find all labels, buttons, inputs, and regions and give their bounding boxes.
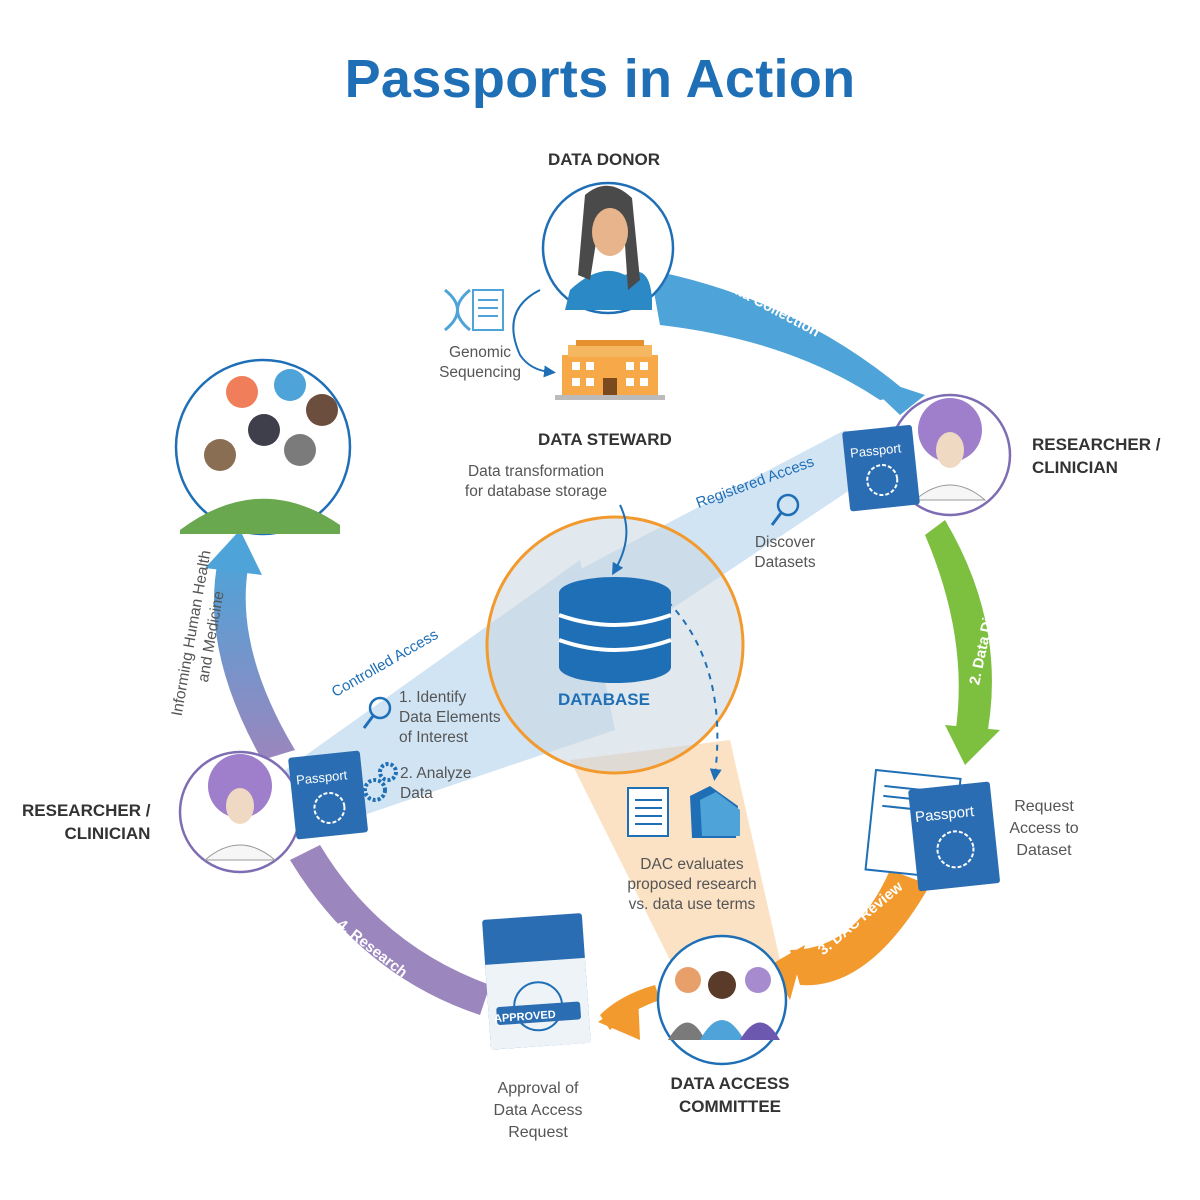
identify-label: 1. Identify Data Elements of Interest xyxy=(399,688,501,748)
analyze-line-1: 2. Analyze xyxy=(400,765,472,782)
researcher-left-line-1: RESEARCHER / xyxy=(22,801,151,820)
discover-line-1: Discover xyxy=(754,534,816,551)
dac-evaluates-line-2: proposed research xyxy=(627,876,757,893)
approval-line-1: Approval of xyxy=(497,1080,579,1097)
arc-dac-to-approval-head xyxy=(598,995,640,1040)
researcher-left-label: RESEARCHER / CLINICIAN xyxy=(22,799,150,845)
arc-informing xyxy=(213,560,295,760)
arc-informing-head xyxy=(205,530,262,575)
researcher-right-label: RESEARCHER / CLINICIAN xyxy=(1032,433,1160,479)
arc-data-collection-head xyxy=(855,372,925,415)
gears-icon xyxy=(363,762,398,802)
passport-icon xyxy=(842,424,920,512)
transformation-label: Data transformation for database storage xyxy=(453,462,619,502)
arc-research xyxy=(290,845,490,1015)
genomic-label: Genomic Sequencing xyxy=(430,343,530,383)
passport-icon xyxy=(908,781,1000,892)
data-donor-portrait xyxy=(541,181,675,315)
request-line-3: Dataset xyxy=(1016,842,1072,859)
document-icon xyxy=(472,289,504,331)
genomic-line-1: Genomic xyxy=(448,344,512,361)
transformation-line-1: Data transformation xyxy=(467,463,605,480)
request-label: Request Access to Dataset xyxy=(994,796,1094,862)
discover-label: Discover Datasets xyxy=(735,533,835,573)
identify-line-1: 1. Identify xyxy=(399,689,467,706)
building-icon xyxy=(555,340,665,400)
approval-line-3: Request xyxy=(508,1124,568,1141)
page-title: Passports in Action xyxy=(344,49,856,109)
crowd-portrait xyxy=(174,358,352,536)
identify-line-3: of Interest xyxy=(399,729,468,746)
magnifier-icon xyxy=(770,493,800,526)
arc-dac-review xyxy=(790,870,930,986)
dac-dotted-arrow xyxy=(649,584,722,781)
dac-line-2: COMMITTEE xyxy=(679,1097,781,1116)
dac-evaluates-line-3: vs. data use terms xyxy=(628,896,756,913)
dac-evaluates-line-1: DAC evaluates xyxy=(640,856,744,873)
genomic-line-2: Sequencing xyxy=(439,364,521,381)
approval-label: Approval of Data Access Request xyxy=(478,1078,598,1144)
researcher-right-line-2: CLINICIAN xyxy=(1032,458,1118,477)
dac-label: DATA ACCESS COMMITTEE xyxy=(665,1072,795,1118)
identify-line-2: Data Elements xyxy=(399,709,501,726)
researcher-right-line-1: RESEARCHER / xyxy=(1032,435,1161,454)
data-steward-label: DATA STEWARD xyxy=(538,430,672,449)
arc-data-discovery xyxy=(925,520,992,745)
donor-steward-arrow xyxy=(512,289,556,378)
transformation-arrow xyxy=(612,504,628,576)
arc-data-discovery-head xyxy=(945,725,1000,765)
dna-icon xyxy=(444,288,471,332)
left-researcher-portrait xyxy=(178,750,302,874)
approved-stamp-icon xyxy=(482,913,591,1050)
analyze-line-2: Data xyxy=(400,785,433,802)
approval-line-2: Data Access xyxy=(493,1102,583,1119)
arc-data-collection xyxy=(650,270,910,400)
database-icon xyxy=(558,577,672,683)
data-donor-label: DATA DONOR xyxy=(548,150,661,169)
magnifier-icon xyxy=(362,696,392,729)
transformation-line-2: for database storage xyxy=(464,483,608,500)
dac-portrait xyxy=(656,934,788,1066)
request-line-1: Request xyxy=(1014,798,1074,815)
right-researcher-portrait xyxy=(888,393,1012,517)
analyze-label: 2. Analyze Data xyxy=(400,764,472,804)
passport-icon xyxy=(288,750,368,840)
discover-line-2: Datasets xyxy=(754,554,816,571)
dac-evaluates-label: DAC evaluates proposed research vs. data… xyxy=(612,855,772,915)
dac-document-icon xyxy=(627,787,669,837)
dac-line-1: DATA ACCESS xyxy=(670,1074,790,1093)
database-label: DATABASE xyxy=(558,690,650,709)
tags-icon xyxy=(690,786,740,838)
researcher-left-line-2: CLINICIAN xyxy=(64,824,151,843)
database-ring xyxy=(485,515,745,775)
request-line-2: Access to xyxy=(1009,820,1079,837)
arc-dac-review-to-dac xyxy=(770,945,805,1000)
